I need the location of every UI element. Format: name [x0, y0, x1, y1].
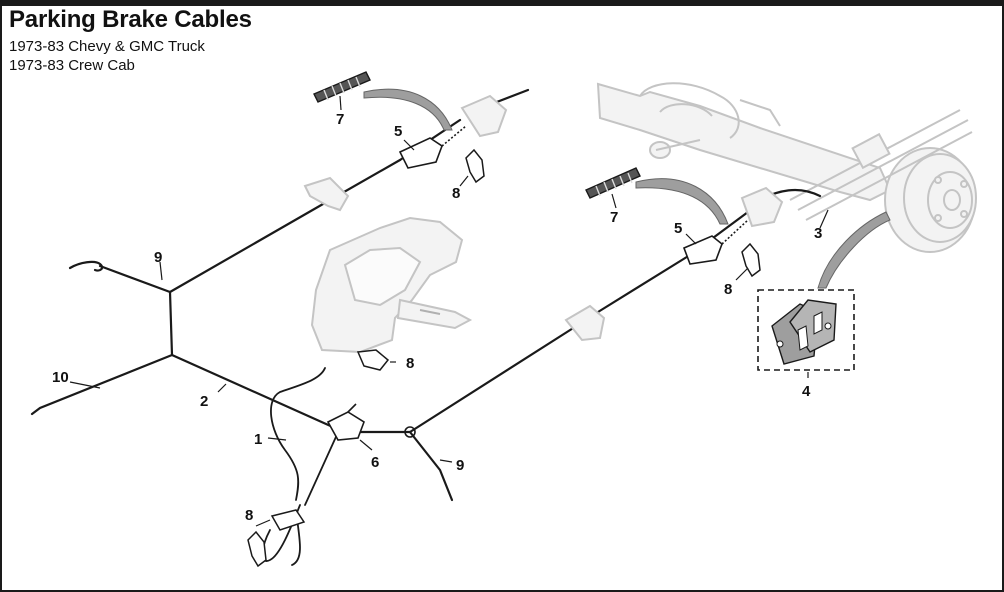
clip-top — [465, 148, 485, 184]
boot-upper — [313, 71, 371, 103]
callout-5-upper: 5 — [394, 123, 402, 140]
callout-2: 2 — [200, 393, 208, 410]
callout-10: 10 — [52, 369, 69, 386]
callout-8-right: 8 — [724, 281, 732, 298]
callout-7-upper: 7 — [336, 111, 344, 128]
pedal-assembly-ghost — [310, 216, 473, 354]
callout-9-upper: 9 — [154, 249, 162, 266]
cable-1 — [261, 367, 341, 566]
cable-guide-right — [740, 186, 784, 228]
diagram-title: Parking Brake Cables — [9, 6, 252, 33]
callout-3: 3 — [814, 225, 822, 242]
install-arrow-lower — [635, 178, 729, 225]
leader-lines — [69, 95, 829, 527]
boot-lower — [585, 167, 641, 199]
brake-drum-ghost — [884, 147, 977, 253]
clip-bottom — [247, 509, 306, 568]
callout-9-lower: 9 — [456, 457, 464, 474]
callout-6: 6 — [371, 454, 379, 471]
callout-8-middle: 8 — [406, 355, 414, 372]
cable-guide-middle — [564, 304, 606, 342]
clip-right — [741, 242, 761, 278]
detail-arrow — [817, 211, 891, 289]
subtitle-cab: 1973-83 Crew Cab — [9, 57, 135, 74]
cable-guide-upper — [303, 176, 350, 212]
cable-connector-lower — [682, 219, 749, 265]
callout-4: 4 — [802, 383, 811, 400]
callout-7-lower: 7 — [610, 209, 618, 226]
callout-8-top: 8 — [452, 185, 460, 202]
detail-box — [757, 289, 855, 371]
cable-10 — [30, 353, 174, 416]
cable-connector-upper — [398, 125, 467, 169]
clip-middle — [356, 349, 390, 371]
equalizer-cable-2 — [168, 290, 412, 434]
cable-guide-top — [460, 94, 508, 138]
equalizer-bracket — [326, 403, 416, 441]
subtitle-vehicle: 1973-83 Chevy & GMC Truck — [9, 38, 205, 55]
callout-5-lower: 5 — [674, 220, 682, 237]
cable-9-right — [408, 430, 454, 502]
top-border-bar — [0, 0, 1004, 6]
frame-rails-ghost — [789, 109, 973, 221]
install-arrow-upper — [363, 88, 453, 131]
callout-1: 1 — [254, 431, 262, 448]
callout-8-bottom: 8 — [245, 507, 253, 524]
